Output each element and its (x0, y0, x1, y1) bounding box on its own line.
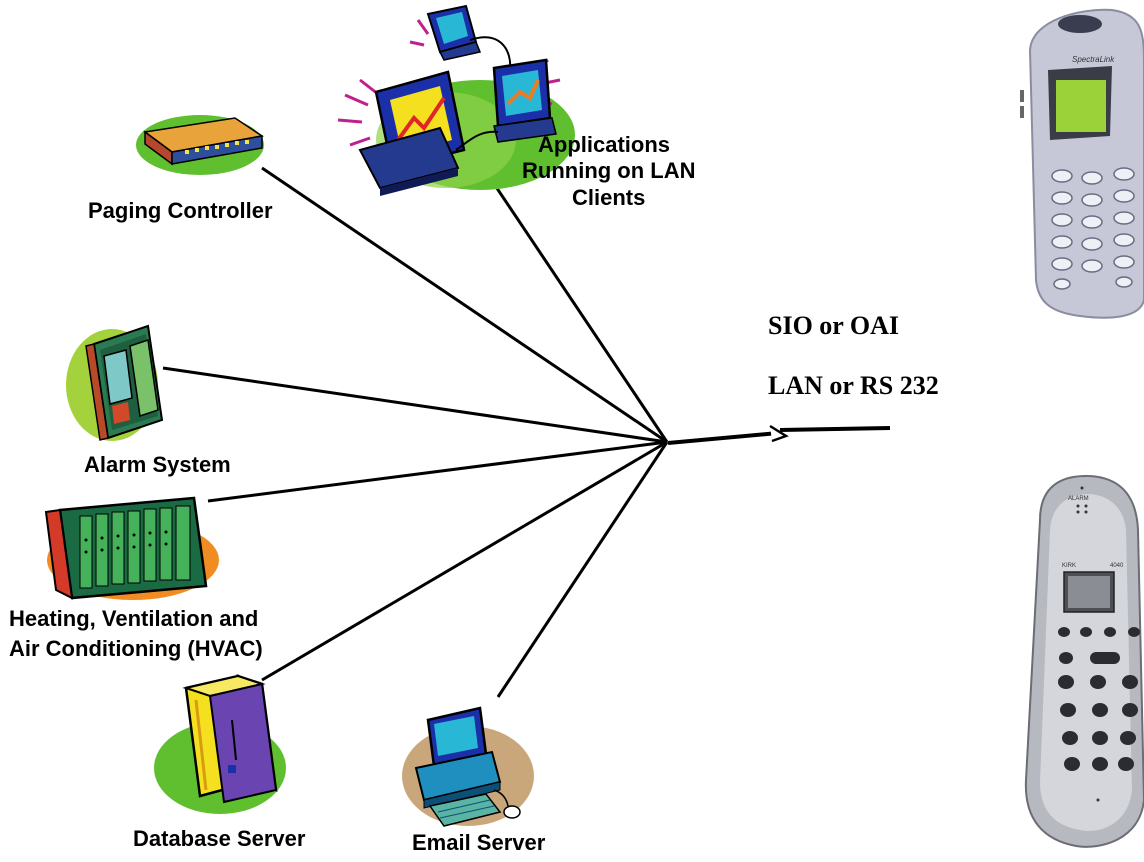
database-server-icon (154, 674, 286, 814)
applications-label-line2: Running on LAN (522, 158, 696, 183)
trunk-link (667, 424, 891, 445)
alarm-system-label: Alarm System (84, 452, 231, 477)
kirk-model: 4040 (1110, 563, 1124, 569)
applications-label-line1: Applications (538, 132, 671, 157)
line-email (496, 441, 669, 698)
transport-label: LAN or RS 232 (768, 371, 939, 400)
paging-controller-label: Paging Controller (88, 198, 273, 223)
line-applications (468, 147, 669, 443)
spectralink-brand: SpectraLink (1072, 55, 1115, 64)
line-database (261, 440, 668, 682)
kirk-alarm-label: ALARM (1068, 496, 1089, 502)
email-server-icon (402, 706, 534, 827)
spectralink-handset: SpectraLink (1020, 8, 1144, 319)
kirk-handset: ALARM KIRK 4040 (1024, 474, 1144, 848)
hvac-icon (44, 496, 219, 600)
kirk-brand: KIRK (1062, 563, 1076, 569)
line-hvac (207, 440, 668, 503)
applications-label-line3: Clients (572, 185, 646, 210)
paging-controller-icon (136, 115, 264, 175)
hvac-label-line1: Heating, Ventilation and (9, 606, 259, 631)
applications-computers-icon (337, 4, 575, 196)
connection-lines (162, 147, 669, 698)
database-server-label: Database Server (133, 826, 306, 851)
line-alarm (162, 366, 668, 444)
email-server-label: Email Server (412, 830, 546, 855)
protocol-label: SIO or OAI (768, 311, 899, 340)
alarm-system-icon (66, 324, 164, 441)
line-paging (261, 166, 668, 444)
hvac-label-line2: Air Conditioning (HVAC) (9, 636, 263, 661)
